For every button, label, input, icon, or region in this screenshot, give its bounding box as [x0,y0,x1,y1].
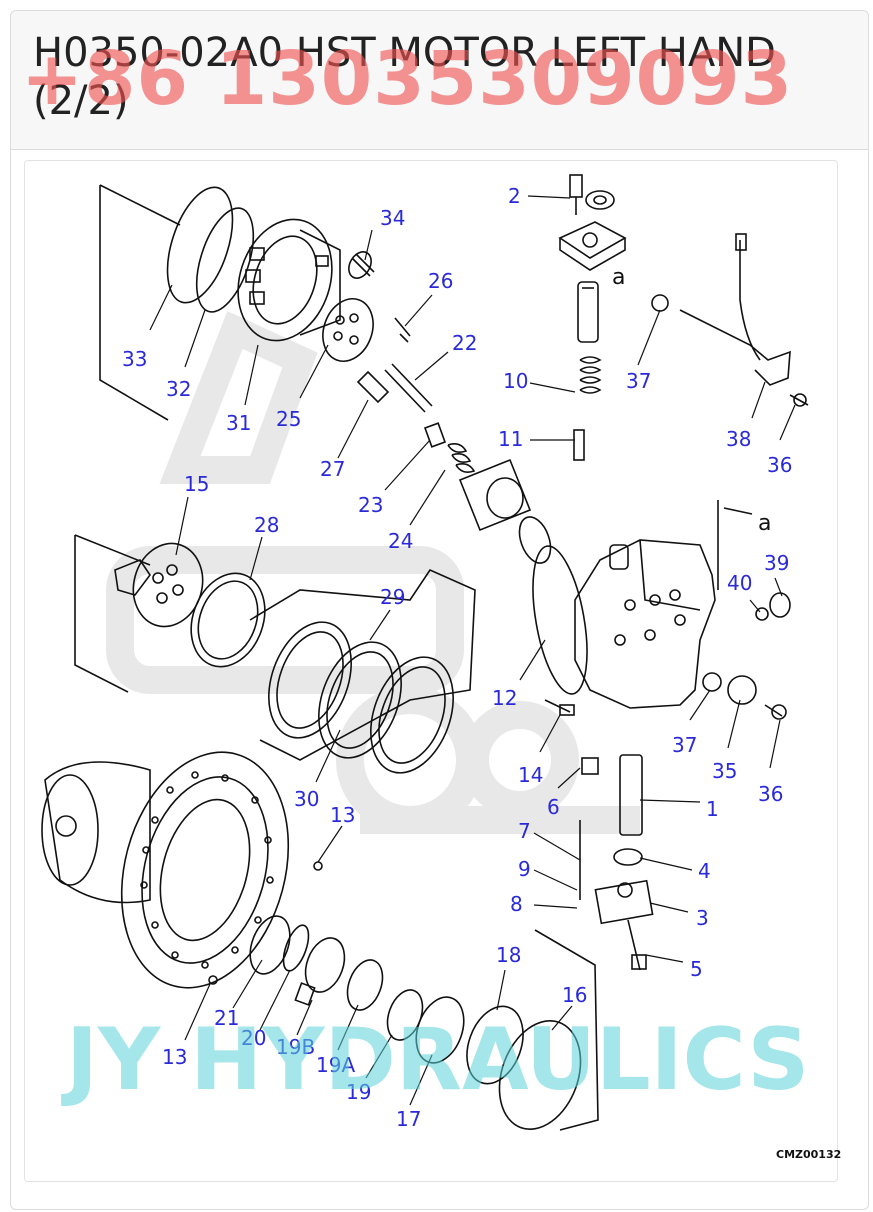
callout-19A: 19A [316,1053,355,1077]
view-marker-a-right: a [758,511,771,536]
excavator-watermark-icon [106,311,640,834]
card-header: H0350-02A0 HST MOTOR LEFT HAND (2/2) +86… [11,11,868,150]
callout-3: 3 [696,906,709,930]
callout-21: 21 [214,1006,239,1030]
brand-watermark: JY HYDRAULICS [66,1010,810,1110]
callout-14: 14 [518,763,543,787]
callout-34: 34 [380,206,405,230]
callout-37-top: 37 [626,369,651,393]
callout-27: 27 [320,457,345,481]
callout-39: 39 [764,551,789,575]
valve-group [423,174,627,564]
view-marker-a-top: a [612,265,625,290]
callout-20: 20 [241,1026,266,1050]
leader-lines [149,195,796,1106]
callout-1: 1 [706,797,719,821]
housing-group [41,751,654,1131]
callout-6: 6 [547,795,560,819]
callout-35: 35 [712,759,737,783]
motor-case-group [99,184,433,421]
page-title: H0350-02A0 HST MOTOR LEFT HAND (2/2) [33,30,776,124]
callout-40: 40 [727,571,752,595]
callout-labels: 2 34 26 22 33 32 31 25 27 23 24 10 11 37… [122,184,841,1161]
callout-22: 22 [452,331,477,355]
callout-26: 26 [428,269,453,293]
callout-11: 11 [498,427,523,451]
callout-9: 9 [518,857,531,881]
valve-body-group [532,233,809,720]
callout-2: 2 [508,184,521,208]
callout-12: 12 [492,686,517,710]
reference-code: CMZ00132 [776,1148,841,1161]
callout-30: 30 [294,787,319,811]
callout-33: 33 [122,347,147,371]
callout-13-mid: 13 [330,803,355,827]
callout-15: 15 [184,472,209,496]
callout-24: 24 [388,529,413,553]
callout-23: 23 [358,493,383,517]
phone-watermark: +86 13035309093 [21,36,794,122]
callout-29: 29 [380,585,405,609]
callout-7: 7 [518,819,531,843]
callout-31: 31 [226,411,251,435]
callout-17: 17 [396,1107,421,1131]
callout-10: 10 [503,369,528,393]
callout-19: 19 [346,1080,371,1104]
callout-25: 25 [276,407,301,431]
gear-plate-group [74,534,476,774]
callout-18: 18 [496,943,521,967]
callout-4: 4 [698,859,711,883]
callout-8: 8 [510,892,523,916]
callout-13-bottom: 13 [162,1045,187,1069]
callout-38: 38 [726,427,751,451]
callout-36-right: 36 [758,782,783,806]
callout-16: 16 [562,983,587,1007]
callout-32: 32 [166,377,191,401]
callout-28: 28 [254,513,279,537]
callout-37-right: 37 [672,733,697,757]
callout-5: 5 [690,957,703,981]
callout-19B: 19B [276,1035,315,1059]
callout-36-top: 36 [767,453,792,477]
